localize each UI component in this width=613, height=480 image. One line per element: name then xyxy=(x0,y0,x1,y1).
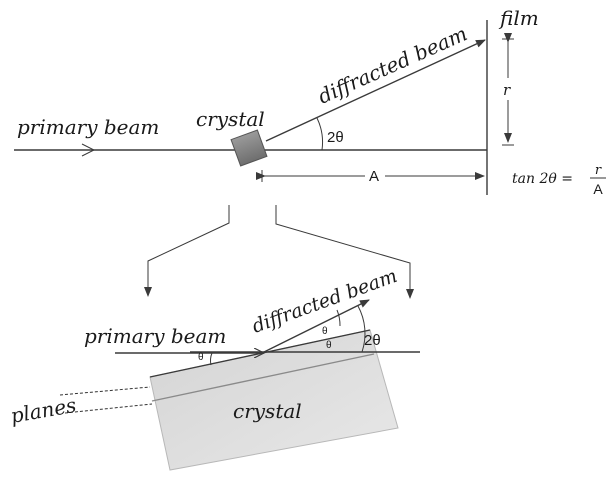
formula-lhs: tan 2θ = xyxy=(512,171,573,187)
planes-dashed-lines xyxy=(59,386,153,414)
formula-denominator: A xyxy=(593,181,603,197)
r-label: r xyxy=(503,81,511,99)
tan-formula: tan 2θ = r A xyxy=(512,163,606,197)
diffracted-beam-line xyxy=(265,39,486,142)
theta-lower-label: θ xyxy=(326,340,332,351)
formula-numerator: r xyxy=(595,163,602,178)
theta-incident-label: θ xyxy=(198,352,204,363)
bottom-diffracted-beam-line xyxy=(261,299,370,354)
r-dimension xyxy=(502,33,514,146)
two-theta-bottom-arc xyxy=(357,305,366,353)
small-crystal xyxy=(230,129,268,167)
two-theta-bottom-label: 2θ xyxy=(364,332,381,349)
primary-beam-arrow-icon xyxy=(81,143,96,157)
top-diagram: film diffracted beam crystal primary bea… xyxy=(14,6,606,299)
primary-beam-label: primary beam xyxy=(17,115,159,139)
theta-upper-label: θ xyxy=(322,326,328,337)
theta-incident-arc xyxy=(210,352,213,366)
theta-upper-arc xyxy=(336,309,341,327)
crystal-label: crystal xyxy=(196,107,265,131)
diffracted-beam-label: diffracted beam xyxy=(314,21,470,108)
planes-label: planes xyxy=(9,393,78,428)
zoom-connectors xyxy=(144,205,414,299)
a-dimension xyxy=(256,170,485,182)
lattice-plane-line xyxy=(151,353,375,402)
bottom-crystal-label: crystal xyxy=(233,399,302,423)
two-theta-label: 2θ xyxy=(327,129,344,146)
a-label: A xyxy=(369,168,379,185)
crystal-surface-line xyxy=(149,329,371,378)
bottom-diagram: primary beam diffracted beam θ θ θ 2θ pl… xyxy=(9,265,420,471)
two-theta-arc xyxy=(316,117,323,151)
film-label: film xyxy=(498,6,539,30)
bottom-primary-beam-label: primary beam xyxy=(84,324,226,348)
